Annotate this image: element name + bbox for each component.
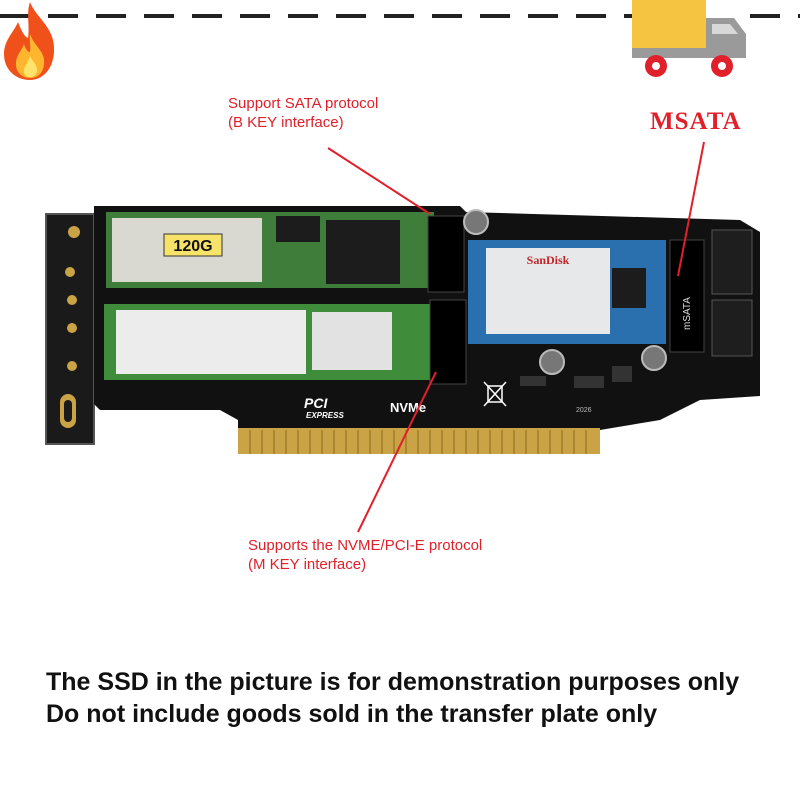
notice-line-2: Do not include goods sold in the transfe… xyxy=(46,700,658,728)
pointer-line-nvme xyxy=(357,371,437,533)
weee-bin-icon xyxy=(483,381,507,407)
board-print-nvme: NVMe xyxy=(390,400,426,415)
pointer-line-sata xyxy=(327,147,431,215)
sata-connector xyxy=(711,299,753,357)
ssd-nvme xyxy=(104,304,436,380)
msata-slot-print: mSATA xyxy=(682,297,693,330)
callout-sata-line-1: Support SATA protocol xyxy=(228,95,379,112)
board-print-code: 2026 xyxy=(576,407,592,414)
callout-sata-protocol: Support SATA protocol (B KEY interface) xyxy=(228,94,378,132)
m2-socket-b-key xyxy=(427,215,465,293)
top-dashed-divider-right xyxy=(750,14,800,18)
bracket-hole xyxy=(67,323,77,333)
callout-nvme-protocol: Supports the NVME/PCI-E protocol (M KEY … xyxy=(248,536,482,574)
top-dashed-divider xyxy=(0,14,640,18)
pointer-line-msata xyxy=(677,141,705,277)
ssd-capacity-label: 120G xyxy=(173,238,212,255)
bracket-hole xyxy=(67,295,77,305)
callout-nvme-line-2: (M KEY interface) xyxy=(248,556,367,573)
notice-line-1: The SSD in the picture is for demonstrat… xyxy=(46,668,740,696)
callout-msata: MSATA xyxy=(650,108,742,135)
capacitor xyxy=(463,209,489,235)
truck-icon xyxy=(632,0,746,77)
gold-contacts xyxy=(238,428,600,454)
capacitor xyxy=(641,345,667,371)
bracket-hole xyxy=(68,226,80,238)
pcb xyxy=(94,206,760,442)
msata-brand-label: SanDisk xyxy=(527,253,570,267)
disclaimer-notice: The SSD in the picture is for demonstrat… xyxy=(46,666,739,730)
callout-sata-line-2: (B KEY interface) xyxy=(228,114,344,131)
msata-slot xyxy=(669,239,705,353)
callout-nvme-line-1: Supports the NVME/PCI-E protocol xyxy=(248,537,483,554)
bracket-hole xyxy=(65,267,75,277)
bracket-plate xyxy=(45,213,95,445)
capacitor xyxy=(539,349,565,375)
ssd-sata xyxy=(106,212,434,288)
msata-card xyxy=(468,240,666,344)
board-print-pci: PCI xyxy=(304,395,328,411)
sata-connector xyxy=(711,229,753,295)
m2-socket-m-key xyxy=(429,299,467,385)
board-print-express: EXPRESS xyxy=(306,411,344,420)
bracket-hole xyxy=(67,361,77,371)
fire-icon xyxy=(4,2,55,80)
bracket-slot xyxy=(60,394,76,428)
